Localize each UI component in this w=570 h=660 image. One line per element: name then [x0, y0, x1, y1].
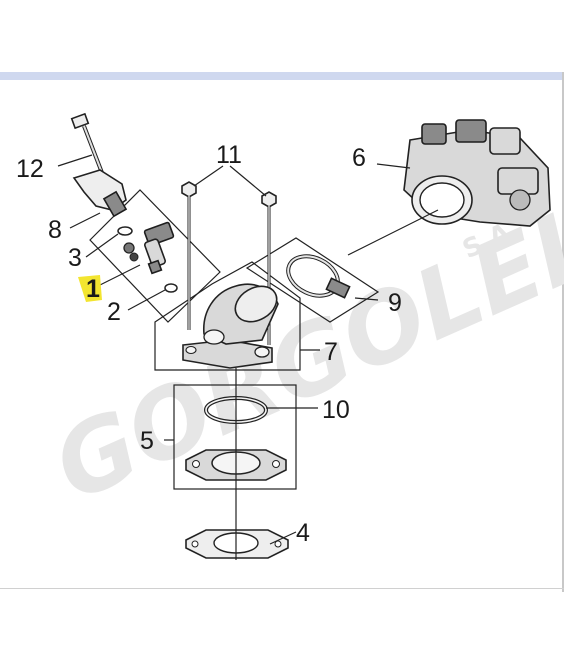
- callout-1: 1: [86, 275, 100, 303]
- clamp-group-box: [245, 237, 380, 323]
- leader-6-axis: [347, 209, 439, 256]
- throttle-body-icon: [403, 119, 551, 227]
- o-ring-upper-icon: [117, 226, 133, 236]
- bolt-icon: [181, 181, 197, 330]
- callout-2: 2: [107, 298, 121, 326]
- leader-9: [354, 297, 379, 301]
- manifold-group-box: [154, 261, 301, 371]
- frame-right-edge: [562, 72, 564, 592]
- leader-3: [85, 233, 119, 258]
- injector-holder-icon: [72, 169, 128, 218]
- leader-11b: [229, 165, 267, 197]
- leader-12: [57, 154, 93, 167]
- callout-12: 12: [16, 155, 44, 183]
- o-ring-lower-icon: [164, 283, 178, 293]
- callout-3: 3: [68, 244, 82, 272]
- callout-9: 9: [388, 289, 402, 317]
- callout-10: 10: [322, 396, 350, 424]
- leader-4: [269, 531, 297, 545]
- callout-5: 5: [140, 427, 154, 455]
- leader-6: [376, 163, 411, 169]
- callout-4: 4: [296, 519, 310, 547]
- hose-clamp-icon: [286, 254, 351, 299]
- leader-1: [99, 264, 141, 286]
- leader-11a: [193, 165, 224, 187]
- highlight-marker: [78, 275, 102, 302]
- leader-8: [69, 212, 101, 229]
- callout-11: 11: [216, 141, 242, 169]
- leader-2: [127, 289, 166, 311]
- gasket-icon: [185, 529, 289, 559]
- callout-6: 6: [352, 144, 366, 172]
- bolt-icon: [70, 112, 106, 179]
- spacer-group-box: [173, 384, 297, 490]
- intake-manifold-icon: [182, 283, 279, 369]
- callout-8: 8: [48, 216, 62, 244]
- header-band: [0, 72, 562, 80]
- callout-7: 7: [324, 338, 338, 366]
- fuel-injector-icon: [123, 221, 175, 275]
- frame-bottom-edge: [0, 588, 564, 589]
